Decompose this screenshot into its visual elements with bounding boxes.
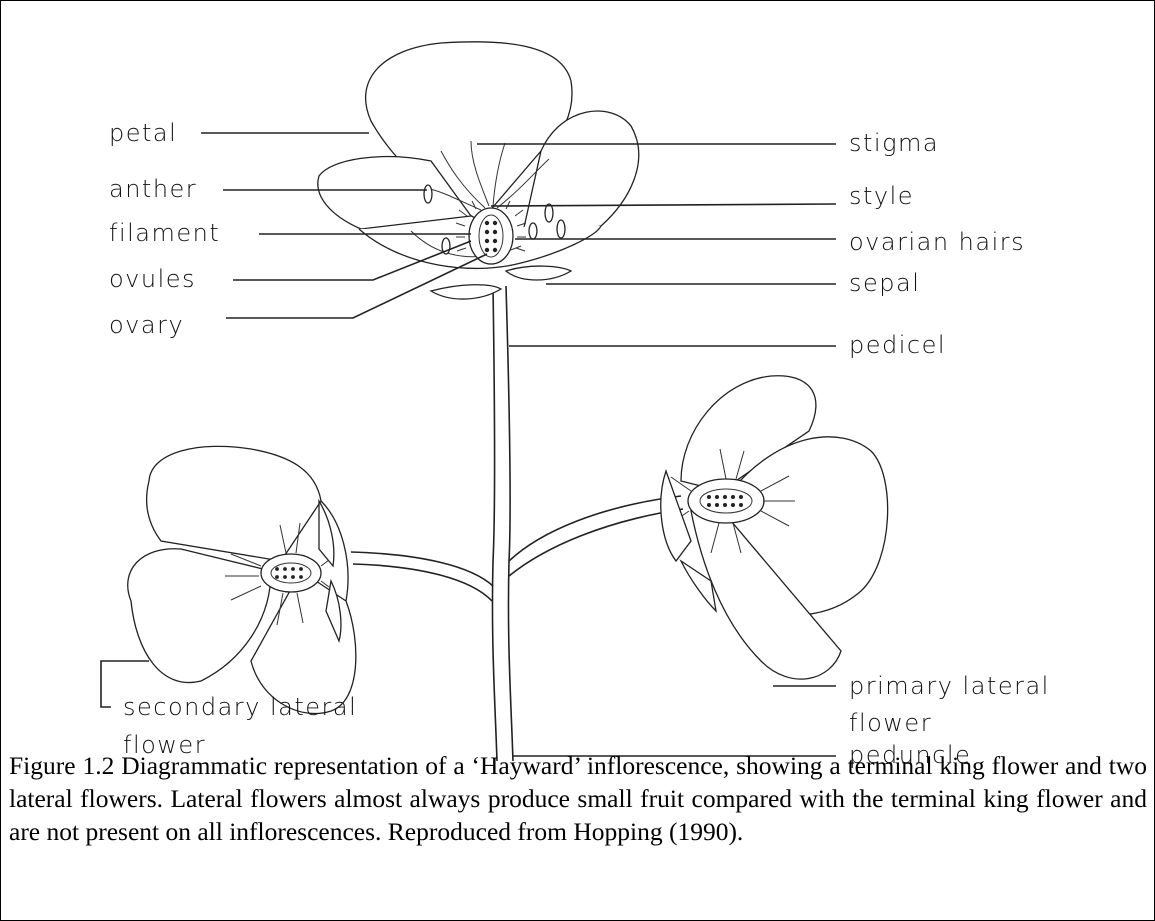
peduncle-stem xyxy=(492,286,513,761)
label-anther: anther xyxy=(109,175,197,203)
secondary-lateral-flower xyxy=(128,446,356,713)
lateral-branch-left xyxy=(351,552,493,601)
label-secondary-lateral-line1: secondary lateral xyxy=(123,693,357,721)
label-ovary: ovary xyxy=(109,311,184,339)
label-stigma: stigma xyxy=(849,129,939,157)
inflorescence-diagram: petal anther filament ovules ovary stigm… xyxy=(1,1,1154,791)
figure-caption: Figure 1.2 Diagrammatic representation o… xyxy=(9,749,1147,848)
lateral-branch-right xyxy=(509,496,683,576)
label-pedicel: pedicel xyxy=(849,331,946,359)
primary-lateral-flower xyxy=(661,376,888,679)
label-style: style xyxy=(849,182,914,210)
king-flower xyxy=(318,42,639,299)
label-filament: filament xyxy=(109,219,220,247)
label-sepal: sepal xyxy=(849,269,920,297)
label-primary-lateral-line1: primary lateral xyxy=(849,672,1050,700)
label-ovules: ovules xyxy=(109,265,196,293)
label-petal: petal xyxy=(109,119,177,147)
label-ovarian-hairs: ovarian hairs xyxy=(849,228,1025,256)
label-primary-lateral-line2: flower xyxy=(849,709,932,737)
